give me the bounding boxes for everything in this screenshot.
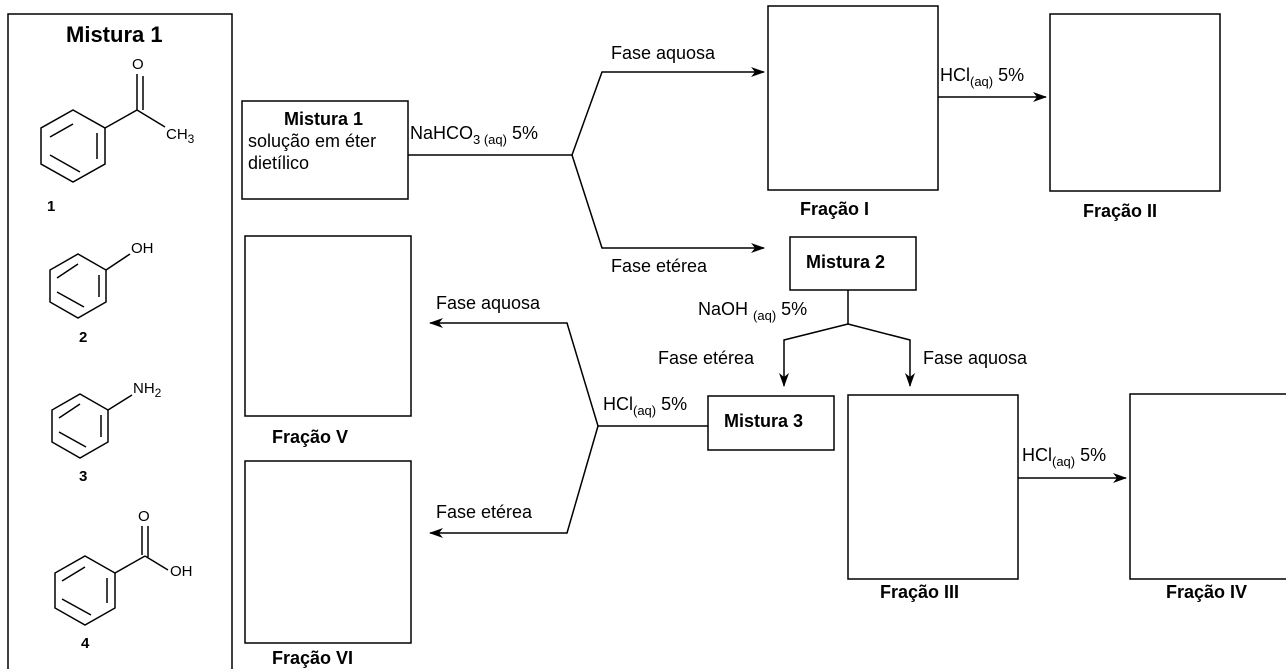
fracao-6-label: Fração VI <box>272 648 354 668</box>
aq3-arrow <box>429 318 599 427</box>
compound-4-hydroxyl: OH <box>170 563 193 580</box>
compound-2-number: 2 <box>79 329 88 346</box>
compound-4-structure <box>54 526 169 626</box>
phase-et3: Fase etérea <box>436 502 533 522</box>
panel-title: Mistura 1 <box>66 22 163 47</box>
fracao-5-box <box>244 235 412 417</box>
compound-1-number: 1 <box>47 198 56 215</box>
mistura3-label: Mistura 3 <box>724 411 804 431</box>
fracao-2-box <box>1049 13 1221 192</box>
start-line2: dietílico <box>248 153 310 173</box>
fracao-4-label: Fração IV <box>1166 582 1248 602</box>
compound-1-oxygen: O <box>132 56 144 73</box>
mistura1-box <box>241 100 409 200</box>
phase-aq3: Fase aquosa <box>436 293 541 313</box>
reagent-hcl-2: HCl(aq) 5% <box>603 394 688 418</box>
compound-1-methyl: CH3 <box>166 126 195 146</box>
reagent-hcl-3: HCl(aq) 5% <box>1022 445 1107 469</box>
fracao-1-box <box>767 5 939 191</box>
start-line1: solução em éter <box>248 131 377 151</box>
fracao-4-box <box>1129 393 1286 580</box>
phase-et2: Fase etérea <box>658 348 755 368</box>
compound-3-structure <box>51 393 133 459</box>
reagent-nahco3: NaHCO3 (aq) 5% <box>410 123 539 147</box>
phase-et1: Fase etérea <box>611 256 708 276</box>
phase-aq1: Fase aquosa <box>611 43 716 63</box>
fracao-5-label: Fração V <box>272 427 349 447</box>
aq1-arrow <box>571 67 765 156</box>
fracao-3-box <box>847 394 1019 580</box>
mistura3-box <box>707 395 835 451</box>
et1-arrow <box>571 154 765 253</box>
reagent-hcl-1: HCl(aq) 5% <box>940 65 1025 89</box>
compound-2-hydroxyl: OH <box>131 240 154 257</box>
fracao-2-label: Fração II <box>1083 201 1158 221</box>
mistura2-label: Mistura 2 <box>806 252 886 272</box>
fracao-1-label: Fração I <box>800 199 870 219</box>
aq2-arrow <box>847 323 915 387</box>
phase-aq2: Fase aquosa <box>923 348 1028 368</box>
compound-4-number: 4 <box>81 635 90 652</box>
et3-arrow <box>429 425 599 538</box>
compound-2-structure <box>49 253 131 319</box>
start-title: Mistura 1 <box>284 109 364 129</box>
compound-1-structure <box>40 74 166 183</box>
reagent-naoh: NaOH (aq) 5% <box>698 299 808 323</box>
compound-4-oxygen: O <box>138 508 150 525</box>
compound-3-number: 3 <box>79 468 88 485</box>
et2-arrow <box>779 323 849 387</box>
compound-panel-frame <box>7 13 233 669</box>
fracao-3-label: Fração III <box>880 582 960 602</box>
mistura2-box <box>789 236 917 291</box>
compound-3-amine: NH2 <box>133 380 162 400</box>
fracao-6-box <box>244 460 412 644</box>
